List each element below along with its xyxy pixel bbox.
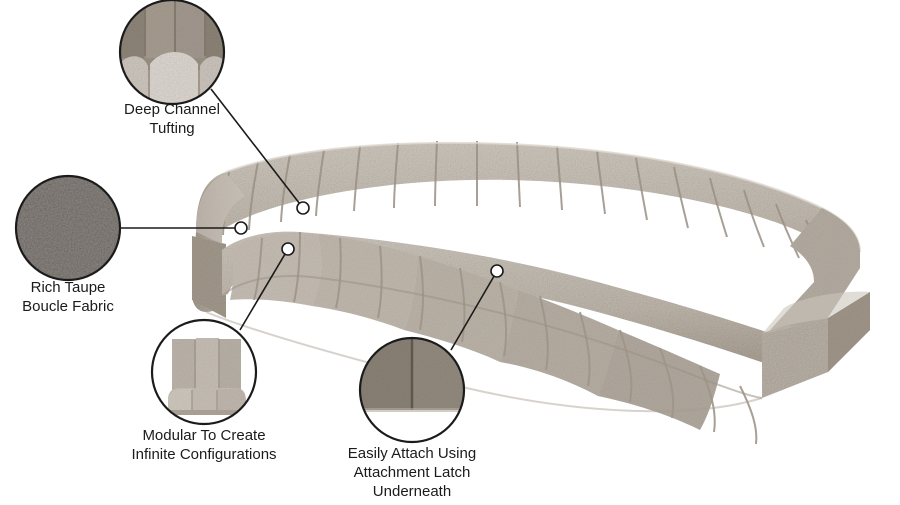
anchor-dot-deep-channel-tufting	[296, 201, 310, 215]
callout-circle-attachment-latch	[358, 336, 466, 444]
callout-label-attachment-latch: Easily Attach Using Attachment Latch Und…	[332, 444, 492, 501]
leader-line-modular-configurations	[239, 248, 289, 331]
callout-label-line: Modular To Create	[142, 427, 266, 444]
anchor-dots	[234, 201, 504, 278]
leader-line-attachment-latch	[450, 270, 498, 351]
sofa-backrest	[196, 142, 860, 268]
seat-cushion-seams	[253, 231, 758, 445]
callout-label-line: Tufting	[149, 120, 195, 137]
sofa-seat-cushions	[222, 231, 790, 445]
sofa-right-end	[762, 208, 870, 398]
callout-label-line: Infinite Configurations	[131, 446, 277, 463]
callout-label-modular-configurations: Modular To Create Infinite Configuration…	[114, 426, 294, 464]
callout-label-line: Rich Taupe	[30, 279, 106, 296]
callout-label-line: Deep Channel	[124, 101, 220, 118]
seat-front-edge	[221, 275, 763, 399]
leader-lines	[120, 88, 498, 351]
callout-label-line: Easily Attach Using	[347, 445, 477, 462]
sofa-left-end	[192, 173, 245, 318]
leader-line-deep-channel-tufting	[210, 88, 304, 209]
callout-label-rich-taupe-boucle-fabric: Rich Taupe Boucle Fabric	[0, 278, 143, 316]
callout-label-line: Attachment Latch	[353, 464, 471, 481]
anchor-dot-attachment-latch	[490, 264, 504, 278]
callout-circle-modular-configurations	[150, 318, 258, 426]
callout-label-line: Boucle Fabric	[22, 298, 114, 315]
anchor-dot-modular-configurations	[281, 242, 295, 256]
callout-circle-rich-taupe-boucle-fabric	[14, 174, 122, 282]
anchor-dot-rich-taupe-boucle-fabric	[234, 221, 248, 235]
callout-label-deep-channel-tufting: Deep Channel Tufting	[97, 100, 247, 138]
callout-circle-deep-channel-tufting	[118, 0, 226, 106]
sofa-illustration	[192, 140, 870, 445]
callout-label-line: Underneath	[372, 483, 452, 500]
